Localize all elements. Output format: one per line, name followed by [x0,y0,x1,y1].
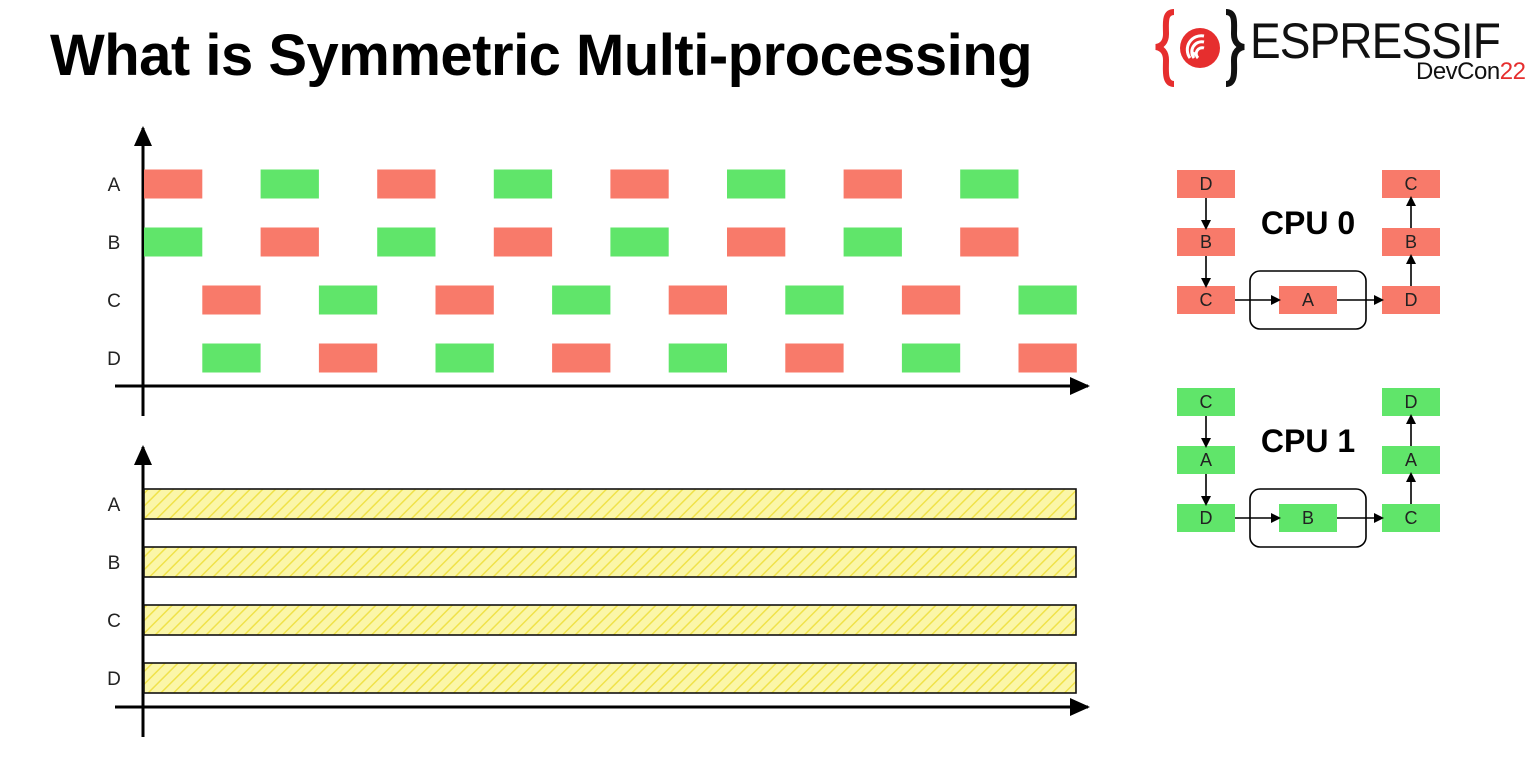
time-slice-d-9-ready [668,343,727,373]
time-slice-d-15-running [1018,343,1077,373]
time-slice-a-14-ready [960,169,1019,199]
time-slice-c-13-running [901,285,961,315]
bottom-row-label-b: B [108,553,121,574]
cpu-1-queue-in-1-box [1177,446,1235,474]
continuous-bar-b [143,546,1077,578]
logo-event-year: 22 [1499,58,1526,85]
cpu-1-queue-in-2-label: D [1200,508,1213,528]
bottom-row-label-c: C [107,611,121,632]
time-slice-d-7-running [552,343,611,373]
time-slice-a-12-running [843,169,902,199]
cpu-1-running-task-box [1279,504,1337,532]
cpu-1-queue-out-1-label: A [1405,450,1417,470]
logo-event-name: DevCon22 [1416,58,1526,86]
cpu-1-queue-out-1-box [1382,446,1440,474]
time-slice-c-9-running [668,285,727,315]
time-slice-a-4-running [377,169,436,199]
cpu-1-queue-out-2-label: C [1405,508,1418,528]
cpu-0-queue-out-2-label: D [1405,290,1418,310]
espressif-devcon-logo: ESPRESSIF DevCon22 [1152,6,1526,92]
time-slice-b-14-running [960,227,1019,257]
bottom-row-label-a: A [108,495,121,516]
cpu-0-queue-out-1-label: B [1405,232,1417,252]
time-slice-d-11-running [785,343,844,373]
continuous-bar-c [143,604,1077,636]
time-slice-a-0-running [144,169,203,199]
cpu-0-queue-out-2-box [1382,286,1440,314]
cpu-1-queue-out-2-box [1382,504,1440,532]
cpu-0-title: CPU 0 [1261,205,1355,241]
time-slice-c-15-ready [1018,285,1077,315]
cpu-0-queue-in-0-box [1177,170,1235,198]
time-slice-c-11-ready [785,285,844,315]
logo-event-text: DevCon [1416,58,1500,85]
slide-title: What is Symmetric Multi-processing [50,23,1033,88]
cpu-1-queue-out-0-label: D [1405,392,1418,412]
cpu-0-queue-out-0-box [1382,170,1440,198]
time-slice-d-13-ready [901,343,961,373]
time-slice-c-1-running [202,285,261,315]
top-row-label-b: B [108,233,121,254]
bottom-row-label-d: D [107,669,121,690]
cpu-1-diagram: C A D D A C B CPU 1 [1177,388,1440,548]
time-slice-c-3-ready [318,285,378,315]
cpu-0-queue-in-2-label: C [1200,290,1213,310]
time-slice-d-1-ready [202,343,261,373]
cpu-1-queue-in-0-box [1177,388,1235,416]
cpu-1-running-task-label: B [1302,508,1314,528]
logo-wordmark: ESPRESSIF [1250,13,1501,69]
cpu-1-queue-in-1-label: A [1200,450,1212,470]
time-slice-d-3-running [318,343,378,373]
cpu-1-title: CPU 1 [1261,423,1355,459]
time-slice-b-0-ready [144,227,203,257]
continuous-bar-a [143,488,1077,520]
cpu-0-queue-in-1-label: B [1200,232,1212,252]
cpu-0-running-task-label: A [1302,290,1314,310]
cpu-0-queue-in-1-box [1177,228,1235,256]
time-slice-c-7-ready [552,285,611,315]
cpu-0-running-task-box [1279,286,1337,314]
cpu-1-queue-in-2-box [1177,504,1235,532]
time-slice-a-8-running [610,169,669,199]
cpu-0-queue-in-2-box [1177,286,1235,314]
time-slice-a-10-ready [727,169,786,199]
cpu-0-queue-out-0-label: C [1405,174,1418,194]
time-slice-a-6-ready [493,169,553,199]
time-slice-d-5-ready [435,343,494,373]
top-row-label-d: D [107,349,121,370]
time-slice-b-4-ready [377,227,436,257]
cpu-0-diagram: D B C C B D A CPU 0 [1177,170,1440,330]
cpu-0-queue-in-0-label: D [1200,174,1213,194]
time-slice-b-6-running [493,227,553,257]
cpu-1-queue-in-0-label: C [1200,392,1213,412]
top-row-label-a: A [108,175,121,196]
time-slice-b-2-running [260,227,319,257]
cpu-0-queue-out-1-box [1382,228,1440,256]
cpu-1-queue-out-0-box [1382,388,1440,416]
continuous-bar-d [143,662,1077,694]
time-slice-b-8-ready [610,227,669,257]
time-slice-b-10-running [727,227,786,257]
time-slice-c-5-running [435,285,494,315]
top-row-label-c: C [107,291,121,312]
espressif-logo-icon [1155,9,1245,87]
time-slice-a-2-ready [260,169,319,199]
time-slice-b-12-ready [843,227,902,257]
